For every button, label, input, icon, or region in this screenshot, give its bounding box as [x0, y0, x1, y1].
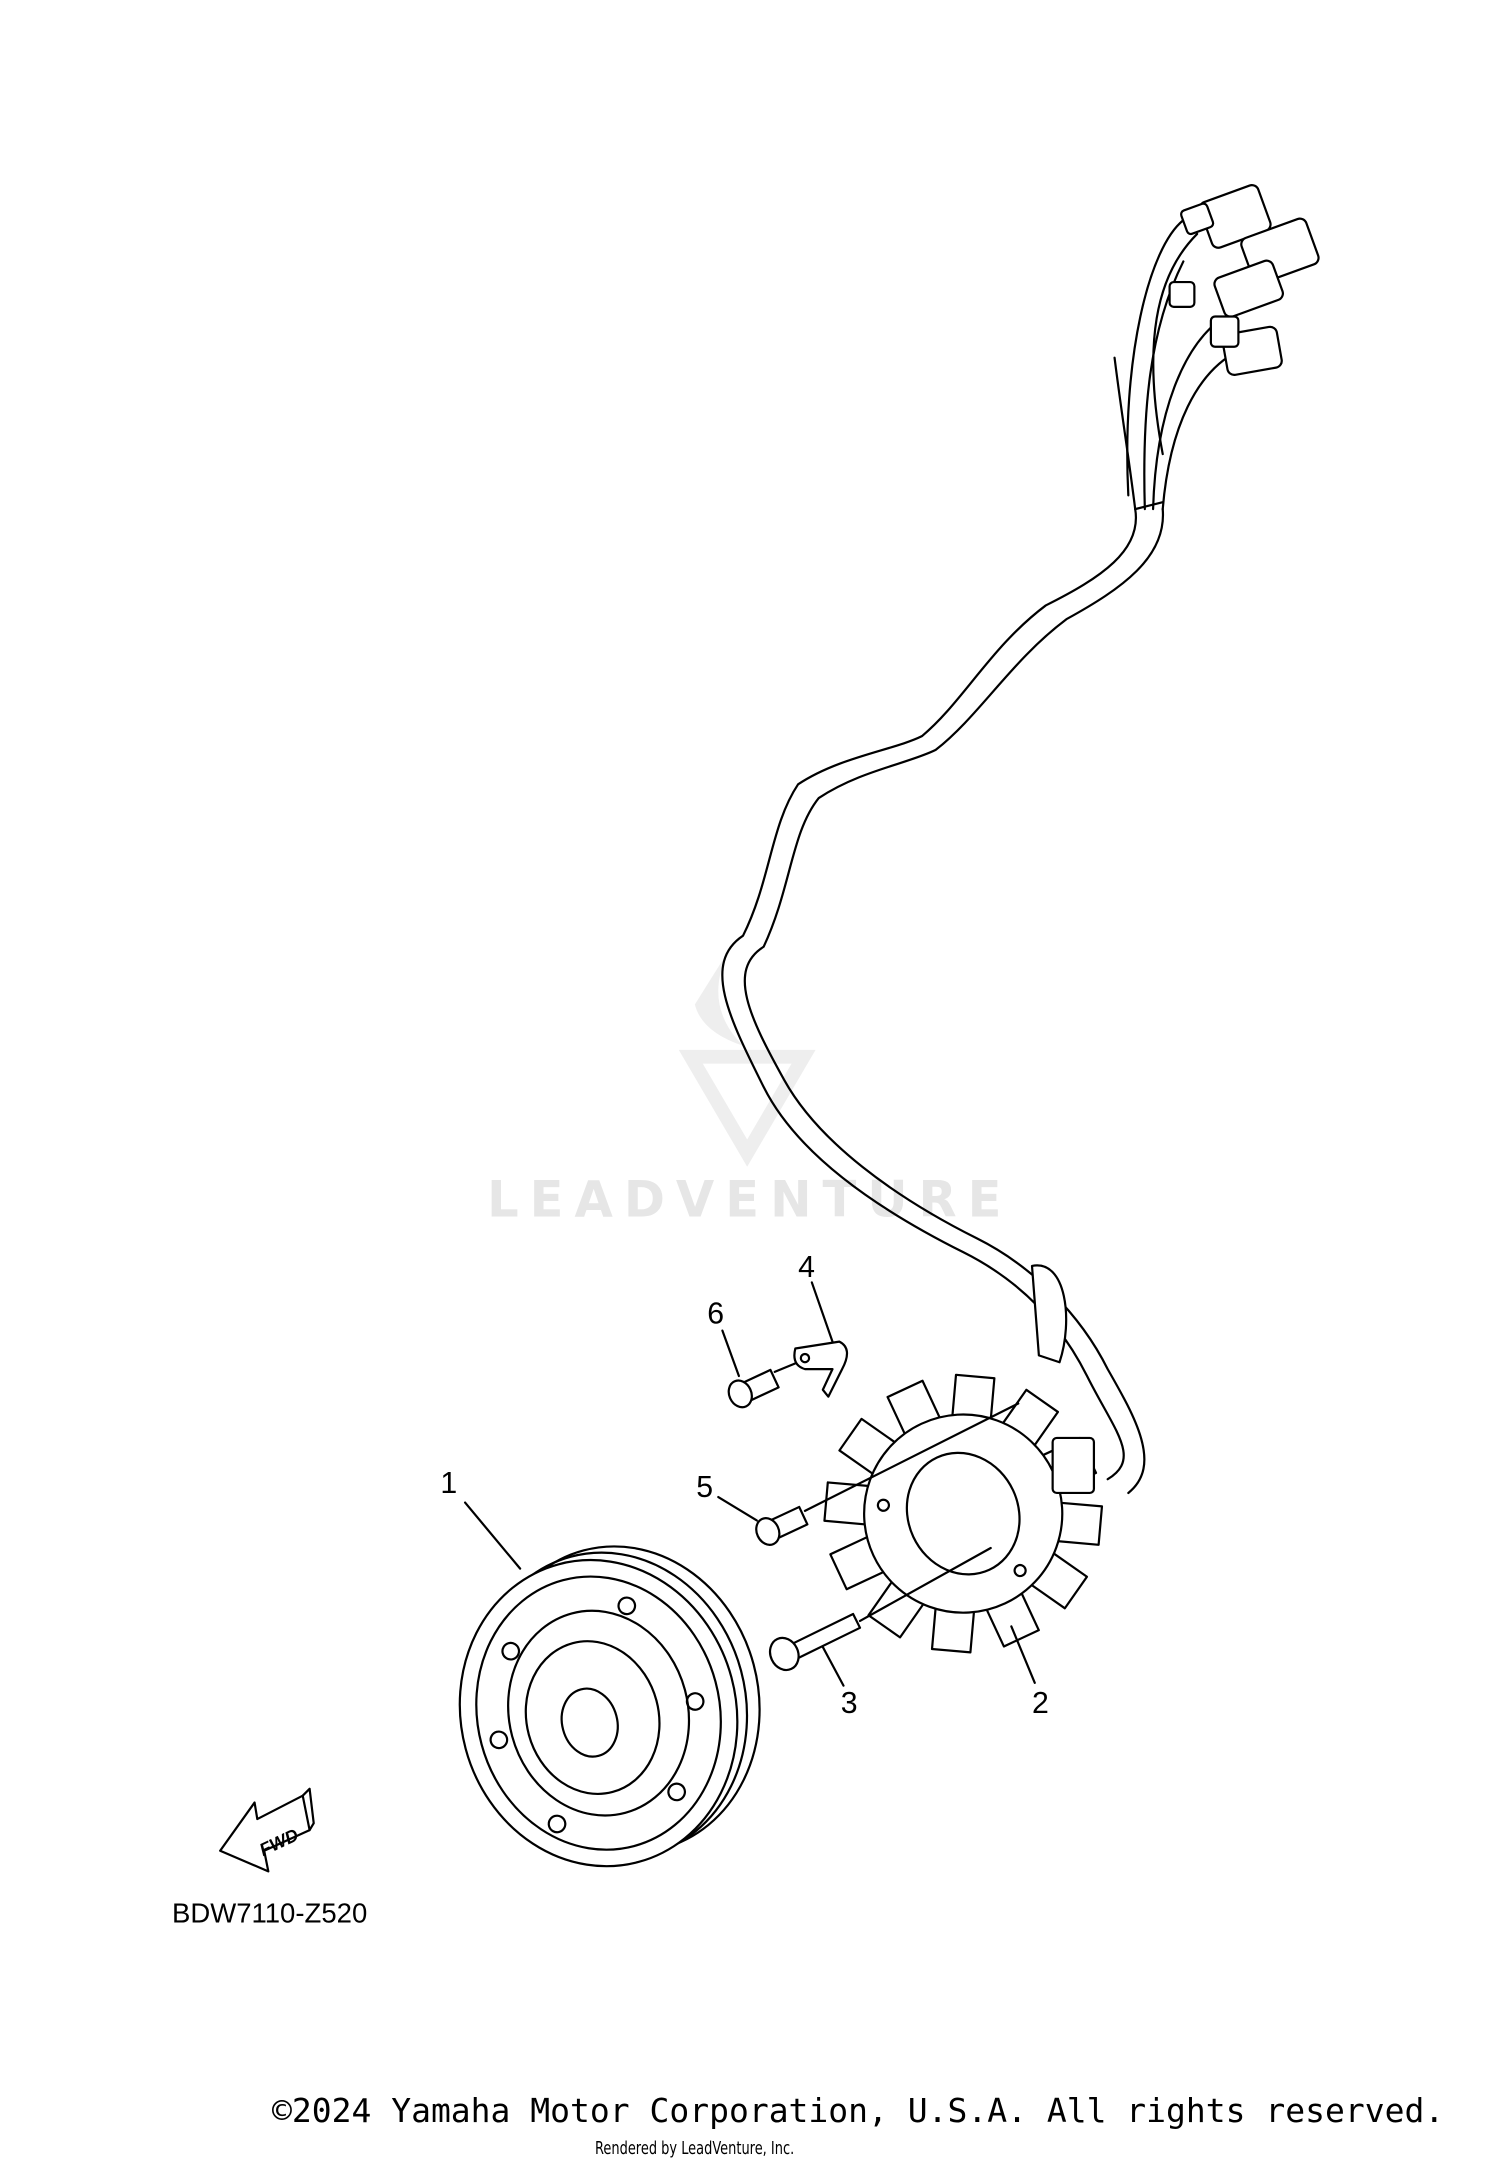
bolt-3: [768, 1546, 992, 1672]
screw-5: [755, 1402, 1020, 1546]
callout-5: 5: [696, 1471, 713, 1504]
flywheel-rotor: [458, 1545, 761, 1868]
callout-4: 4: [798, 1251, 815, 1284]
connectors: [1168, 184, 1320, 376]
wire-harness: [721, 219, 1240, 1495]
callout-2: 2: [1032, 1687, 1049, 1720]
leader-lines: [463, 1281, 1036, 1687]
screw-6: [727, 1361, 800, 1409]
clamp-4: [793, 1340, 849, 1398]
callout-3: 3: [841, 1687, 858, 1720]
connector-3: [1213, 259, 1284, 318]
watermark-text: LEADVENTURE: [487, 1170, 1012, 1228]
stator-assembly: [823, 1264, 1104, 1654]
fwd-arrow-icon: FWD: [219, 1787, 315, 1873]
copyright-notice: ©2024 Yamaha Motor Corporation, U.S.A. A…: [272, 2091, 1445, 2130]
leadventure-watermark: LEADVENTURE: [487, 949, 1012, 1228]
callout-1: 1: [440, 1467, 457, 1500]
callout-6: 6: [707, 1298, 724, 1331]
rendered-by-notice: Rendered by LeadVenture, Inc.: [595, 2138, 795, 2159]
diagram-code: BDW7110-Z520: [172, 1897, 367, 1928]
